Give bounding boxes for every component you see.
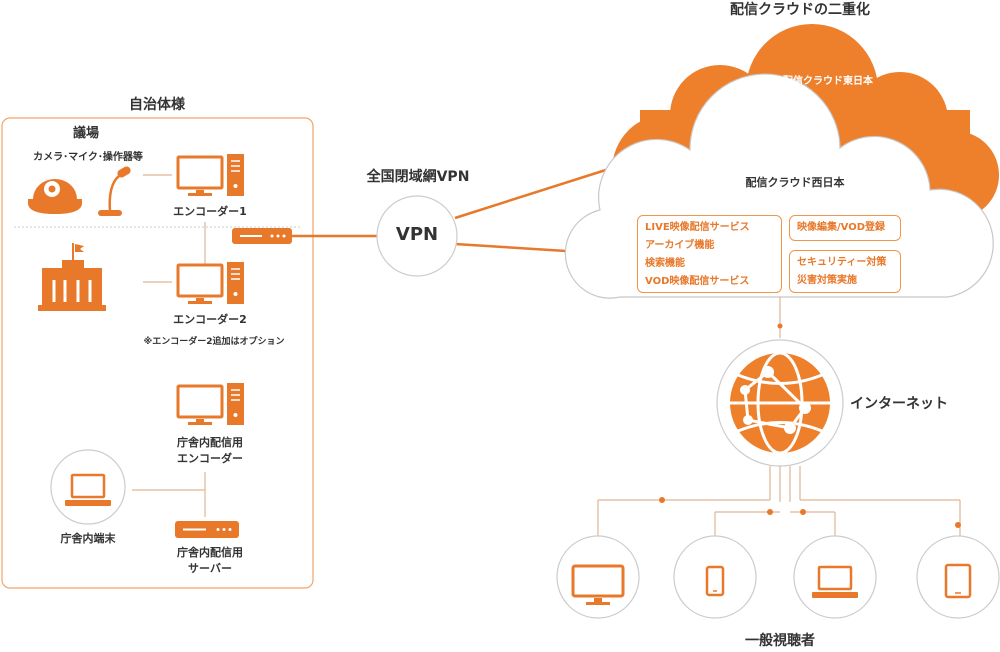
globe-network-icon (716, 339, 844, 467)
assembly-label: 議場 (72, 126, 100, 141)
viewer-tablet-circle (916, 535, 1000, 619)
venue-connectors (132, 174, 206, 517)
office-server-label-line1: 庁舎内配信用 (177, 546, 243, 559)
municipality-frame (1, 117, 314, 589)
office-encoder-label-line1: 庁舎内配信用 (177, 436, 243, 449)
vpn-node (376, 195, 458, 277)
encoder1-pc-icon (176, 154, 244, 196)
cloud-west-label: 配信クラウド西日本 (745, 176, 845, 189)
microphone-icon (98, 166, 131, 216)
viewer-monitor-circle (556, 535, 640, 619)
monitor-icon (571, 564, 625, 605)
office-encoder-pc-icon (176, 383, 244, 425)
smartphone-icon (705, 565, 725, 597)
laptop-icon (812, 565, 858, 598)
office-encoder-label-line2: エンコーダー (177, 452, 243, 465)
encoder2-label: エンコーダー2 (173, 313, 247, 326)
office-server-label-line2: サーバー (188, 562, 232, 575)
service-box-main: LIVE映像配信サービス アーカイブ機能 検索機能 VOD映像配信サービス (637, 215, 782, 293)
devices-label: カメラ･マイク･操作器等 (33, 152, 143, 163)
service-item: セキュリティー対策 (797, 257, 887, 268)
vpn-network-label: 全国閉域網VPN (366, 169, 470, 185)
service-item: VOD映像配信サービス (645, 276, 750, 287)
viewers-label: 一般視聴者 (745, 633, 815, 649)
service-item: LIVE映像配信サービス (645, 222, 750, 233)
service-item: 映像編集/VOD登録 (797, 222, 886, 233)
router-icon (232, 228, 292, 244)
vpn-cloud-east-link (454, 166, 613, 220)
viewer-phone-circle (673, 535, 757, 619)
service-item: アーカイブ機能 (645, 240, 715, 251)
service-box-security: セキュリティー対策 災害対策実施 (789, 250, 901, 293)
viewer-laptop-circle (793, 535, 877, 619)
vpn-node-label: VPN (395, 224, 439, 245)
internet-label: インターネット (850, 396, 948, 412)
server-icon (175, 521, 239, 538)
cloud-east-label: 配信クラウド東日本 (783, 76, 873, 87)
encoder1-label: エンコーダー1 (173, 205, 247, 218)
option-note: ※エンコーダー2追加はオプション (143, 337, 285, 347)
encoder2-pc-icon (176, 262, 244, 304)
service-item: 検索機能 (645, 258, 685, 269)
terminal-circle (50, 449, 126, 525)
dome-camera-icon (28, 179, 82, 214)
service-box-edit: 映像編集/VOD登録 (789, 215, 901, 241)
terminal-laptop-icon (65, 473, 111, 506)
municipality-title: 自治体様 (129, 97, 185, 113)
cloud-title: 配信クラウドの二重化 (730, 2, 870, 18)
vpn-cloud-west-link (454, 242, 583, 254)
service-item: 災害対策実施 (797, 275, 857, 286)
council-building-icon (38, 243, 106, 311)
office-terminal-label: 庁舎内端末 (60, 532, 116, 545)
tablet-icon (944, 563, 972, 599)
viewer-tree-lines (597, 466, 961, 537)
